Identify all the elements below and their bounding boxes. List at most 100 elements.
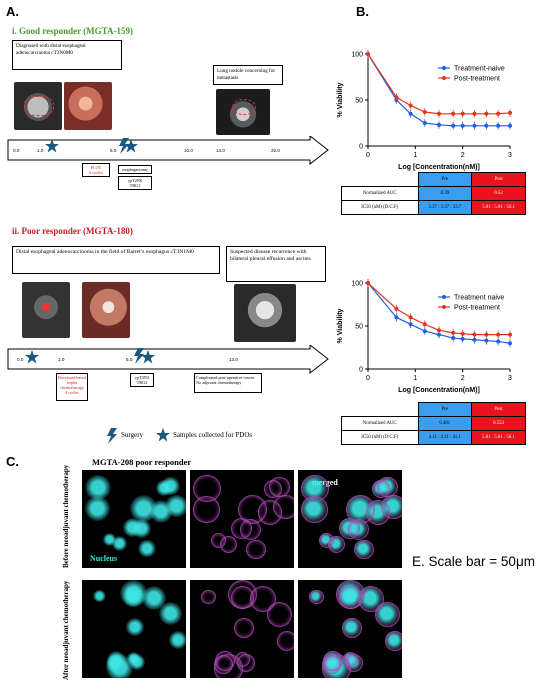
lung-ct-image [216, 89, 270, 135]
data-point [394, 315, 399, 320]
data-point [394, 306, 399, 311]
data-point [408, 315, 413, 320]
data-point [508, 110, 512, 115]
cell-blob [85, 474, 111, 501]
surgery-legend-label: Surgery [121, 431, 144, 439]
table-cell: 5.81 : 5.81 : 58.1 [471, 200, 526, 215]
good-diagnosis-box: Diagnosed with distal esophageal adenoca… [12, 40, 122, 70]
good-flot-event: FLOT 6 cycles [82, 163, 110, 177]
cell-blob [161, 476, 180, 496]
cell-blob [138, 539, 156, 557]
recurrence-ct-image [234, 284, 296, 342]
y-tick-label: 50 [355, 324, 363, 331]
series-line [367, 53, 511, 115]
table-head-post: Post [471, 402, 526, 417]
data-point [451, 123, 456, 128]
table-cell: 0.553 [471, 416, 526, 431]
x-tick-label: 2 [461, 375, 465, 382]
data-point [472, 337, 477, 342]
table-cell: IC50 (nM) (D:C:F) [341, 200, 419, 215]
sample-legend-icon [156, 428, 170, 442]
cell-blob [358, 585, 385, 612]
poor-diagnosis-box: Distal esophageal adenocarcinoma in the … [12, 246, 220, 274]
poor-tick: 5.0 [126, 357, 133, 362]
legend-label: Treatment naive [454, 295, 504, 302]
cell-blob [266, 601, 293, 628]
y-tick-label: 0 [359, 367, 363, 374]
good-lung-box: Lung nodule concerning for metastasis [213, 65, 283, 85]
pet-ct-image [22, 282, 70, 338]
poor-responder-title: ii. Poor responder (MGTA-180) [12, 226, 133, 236]
cell-blob [341, 618, 362, 639]
cell-blob [338, 585, 362, 610]
cell-blob [213, 655, 233, 675]
data-point [437, 328, 441, 333]
cell-blob [269, 476, 290, 498]
panel-label-c: C. [6, 454, 19, 469]
good-tick: 14.0 [216, 148, 225, 153]
data-point [508, 123, 512, 128]
y-tick-label: 100 [351, 52, 363, 59]
data-point [484, 123, 489, 128]
micrograph-after-magenta [190, 580, 294, 678]
good-tick: 22.0 [271, 148, 280, 153]
legend-label: Treatment-naive [454, 66, 505, 73]
data-point [366, 52, 370, 56]
x-tick-label: 3 [508, 152, 512, 159]
cell-blob [233, 618, 254, 639]
cell-blob [239, 519, 261, 541]
cell-blob [149, 500, 173, 523]
data-point [422, 329, 427, 334]
table-head-post: Post [471, 172, 526, 187]
cell-blob [169, 630, 186, 649]
legend-label: Post-treatment [454, 305, 500, 312]
data-point [422, 322, 427, 327]
data-point [496, 332, 501, 337]
cell-blob [377, 476, 398, 498]
cell-blob [85, 496, 110, 521]
legend-marker [442, 66, 446, 70]
data-point [437, 122, 441, 127]
micrograph-after-merged [298, 580, 402, 678]
cell-blob [347, 519, 369, 541]
table-cell: 0.39 [417, 186, 473, 201]
data-point [508, 332, 512, 337]
poor-timeline-arrow [7, 345, 329, 375]
table-cell: Normalized AUC [341, 186, 419, 201]
cell-blob [125, 618, 144, 637]
cell-blob [309, 589, 324, 605]
x-tick-label: 2 [461, 152, 465, 159]
cell-blob [105, 655, 123, 673]
table-cell: IC50 (nM) (D:C:F) [341, 430, 419, 445]
scale-bar-label: E. Scale bar = 50μm [412, 554, 535, 569]
cell-blob [246, 539, 266, 559]
cell-blob [142, 585, 167, 610]
cell-blob [385, 630, 402, 651]
poor-tick: 13.0 [229, 357, 238, 362]
data-point [496, 339, 501, 344]
data-point [366, 281, 370, 285]
y-tick-label: 50 [355, 98, 363, 105]
samples-legend-label: Samples collected for PDOs [173, 431, 253, 439]
cell-blob [374, 601, 401, 628]
cell-blob [131, 519, 151, 539]
sample-star-icon [124, 139, 138, 153]
legend-marker [442, 295, 446, 299]
good-timeline-arrow [7, 136, 329, 166]
sample-star-icon [45, 139, 59, 153]
cell-blob [365, 500, 391, 525]
x-axis-label: Log [Concentration(nM)] [398, 387, 480, 394]
surgery-bolt-icon [134, 348, 144, 364]
data-point [451, 330, 456, 335]
micrograph-before-merged: merged [298, 470, 402, 568]
panel-label-b: B. [356, 4, 369, 19]
good-auc-table: Pre Post Normalized AUC 0.39 0.52 IC50 (… [341, 172, 526, 215]
poor-pathology-event: ypT3N3 TRG3 [130, 373, 154, 387]
cell-blob [277, 630, 294, 651]
good-tick: 0.0 [13, 148, 20, 153]
data-point [484, 332, 489, 337]
table-cell: 0.481 [417, 416, 472, 431]
y-tick-label: 0 [359, 144, 363, 151]
data-point [508, 341, 512, 346]
